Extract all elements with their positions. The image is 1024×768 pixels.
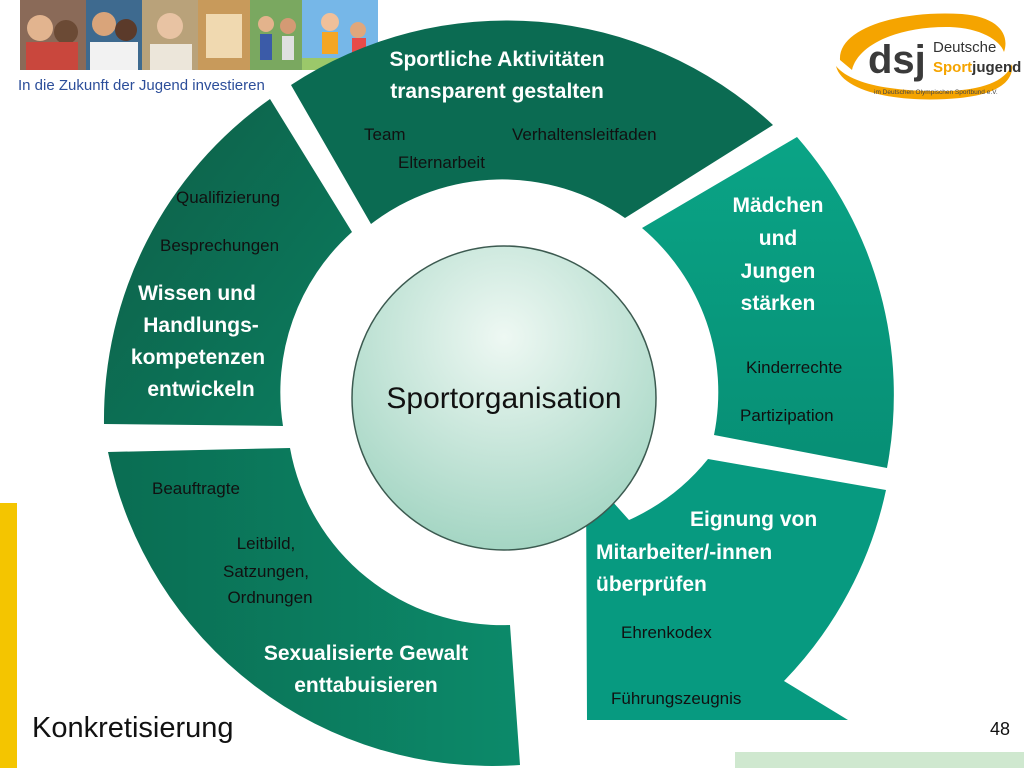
- left-item-besprechungen: Besprechungen: [160, 236, 279, 255]
- segment-left[interactable]: [103, 99, 352, 426]
- right-heading-line-3: Jungen: [741, 260, 816, 283]
- bottom-right-item-fuehrungszeugnis: Führungszeugnis: [611, 689, 741, 708]
- bottom-right-item-ehrenkodex: Ehrenkodex: [621, 623, 712, 642]
- bottom-right-heading-line-2: Mitarbeiter/-innen: [596, 541, 772, 564]
- top-heading-line-1: Sportliche Aktivitäten: [389, 48, 604, 71]
- bottom-left-item-satzungen: Satzungen,: [223, 562, 309, 581]
- bottom-right-heading-line-3: überprüfen: [596, 573, 707, 596]
- logo-line1: Deutsche: [933, 39, 996, 56]
- top-item-verhaltensleitfaden: Verhaltensleitfaden: [512, 125, 657, 144]
- header-tagline: In die Zukunft der Jugend investieren: [18, 77, 265, 94]
- left-heading-line-2: Handlungs-: [143, 314, 259, 337]
- bottom-right-heading-line-1: Eignung von: [690, 508, 817, 531]
- bottom-left-heading-line-1: Sexualisierte Gewalt: [264, 642, 468, 665]
- logo-subline: im Deutschen Olympischen Sportbund e.V.: [874, 89, 998, 96]
- right-item-partizipation: Partizipation: [740, 406, 834, 425]
- segment-right[interactable]: [642, 137, 894, 468]
- center-label: Sportorganisation: [386, 382, 621, 415]
- left-heading-line-4: entwickeln: [147, 378, 254, 401]
- bottom-left-item-leitbild: Leitbild,: [237, 534, 296, 553]
- right-item-kinderrechte: Kinderrechte: [746, 358, 842, 377]
- footer-stripe: [735, 752, 1024, 768]
- bottom-left-item-ordnungen: Ordnungen: [227, 588, 312, 607]
- top-item-elternarbeit: Elternarbeit: [398, 153, 485, 172]
- left-heading-line-3: kompetenzen: [131, 346, 265, 369]
- photo-collage: [20, 0, 378, 70]
- top-heading-line-2: transparent gestalten: [390, 80, 604, 103]
- bottom-left-heading-line-2: enttabuisieren: [294, 674, 438, 697]
- logo-line2b: jugend: [971, 59, 1021, 76]
- logo-mark: dsj: [868, 38, 926, 82]
- left-heading-line-1: Wissen und: [138, 282, 256, 305]
- left-item-qualifizierung: Qualifizierung: [176, 188, 280, 207]
- right-heading-line-1: Mädchen: [732, 194, 823, 217]
- logo-line2a: Sport: [933, 59, 972, 76]
- bottom-left-item-beauftragte: Beauftragte: [152, 479, 240, 498]
- center-hub[interactable]: [351, 245, 657, 551]
- segment-bottom-left[interactable]: [108, 448, 520, 766]
- slide-title: Konkretisierung: [32, 712, 234, 744]
- segment-top[interactable]: [291, 20, 773, 224]
- accent-bar: [0, 503, 17, 768]
- right-heading-line-2: und: [759, 227, 797, 250]
- segment-bottom-right[interactable]: [586, 459, 886, 720]
- dsj-logo: dsj Deutsche Sportjugend im Deutschen Ol…: [836, 13, 1021, 100]
- right-heading-line-4: stärken: [741, 292, 816, 315]
- svg-text:Sportjugend: Sportjugend: [933, 59, 1021, 76]
- top-item-team: Team: [364, 125, 406, 144]
- tagline-band: [0, 72, 280, 94]
- page-number: 48: [990, 719, 1011, 739]
